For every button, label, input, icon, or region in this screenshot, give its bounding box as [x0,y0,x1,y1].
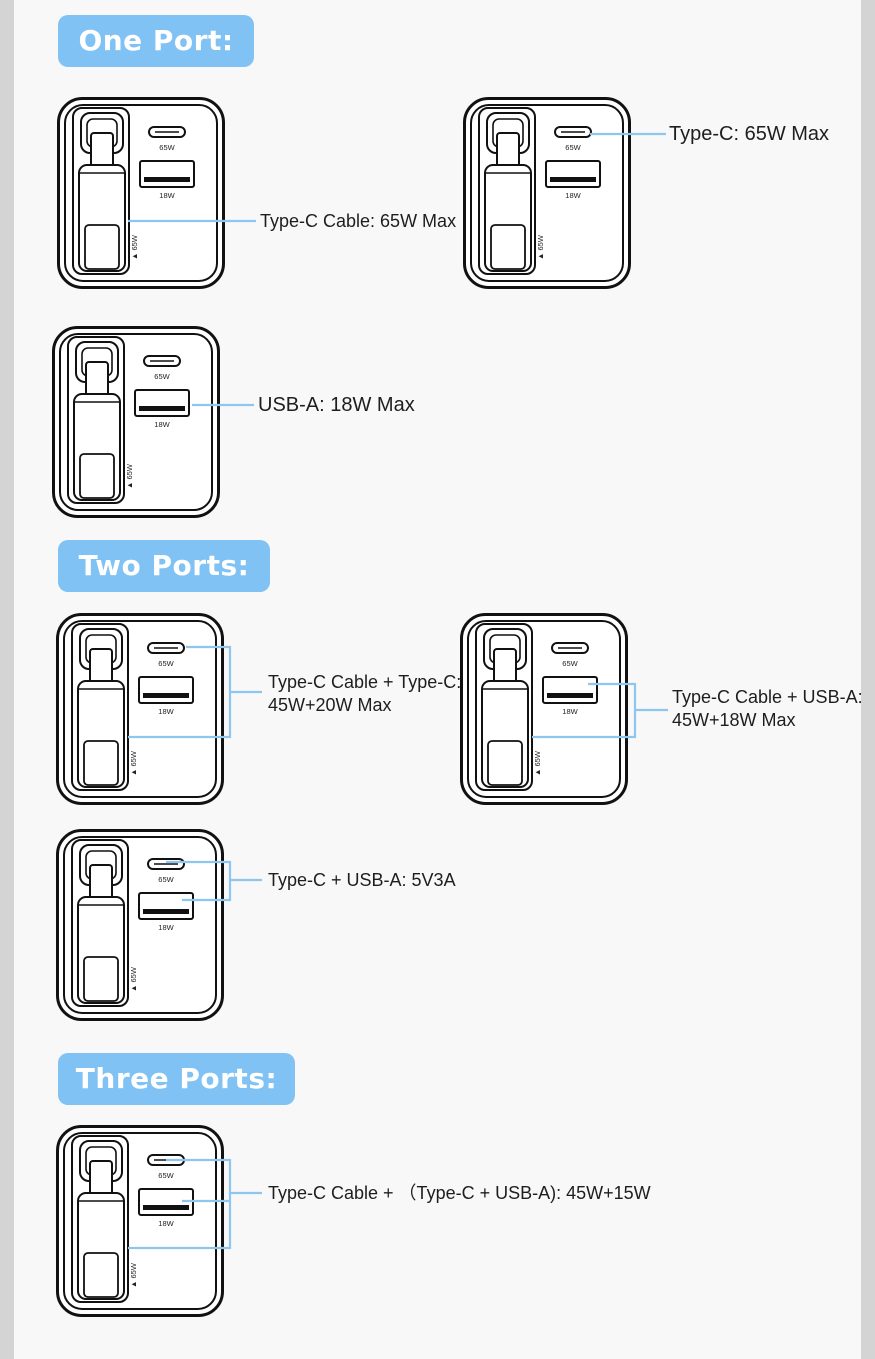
cable-rating: ▲ 65W [536,234,545,260]
charger-typec-usba: 65W 18W ▲ 65W [56,829,224,1021]
charger-illustration: 65W 18W ▲ 65W [57,97,225,289]
typec-port-rating: 65W [562,659,578,668]
label-cable-65w: Type-C Cable: 65W Max [260,211,457,231]
usba-port-rating: 18W [158,1219,174,1228]
charger-illustration: 65W 18W ▲ 65W [463,97,631,289]
label-cable-usba-line1: Type-C Cable + USB-A: [672,687,863,707]
charger-cable-only: 65W 18W ▲ 65W [57,97,225,289]
typec-port-rating: 65W [159,143,175,152]
label-cable-typec-line1: Type-C Cable + Type-C: [268,672,462,692]
charger-usba-only: 65W 18W ▲ 65W [52,326,220,518]
label-usba-18w: USB-A: 18W Max [258,394,415,416]
typec-port-rating: 65W [158,1171,174,1180]
cable-rating: ▲ 65W [533,750,542,776]
cable-rating: ▲ 65W [129,750,138,776]
usba-port-rating: 18W [154,420,170,429]
charger-illustration: 65W 18W ▲ 65W [56,1125,224,1317]
charger-three-ports: 65W 18W ▲ 65W [56,1125,224,1317]
usba-port-rating: 18W [159,191,175,200]
charger-illustration: 65W 18W ▲ 65W [56,829,224,1021]
section-header-one-port: One Port: [58,15,254,67]
charger-cable-typec: 65W 18W ▲ 65W [56,613,224,805]
charger-cable-usba: 65W 18W ▲ 65W [460,613,628,805]
cable-rating: ▲ 65W [129,966,138,992]
typec-port-rating: 65W [154,372,170,381]
cable-rating: ▲ 65W [129,1262,138,1288]
label-cable-typec-line2: 45W+20W Max [268,695,392,715]
charger-illustration: 65W 18W ▲ 65W [52,326,220,518]
charger-illustration: 65W 18W ▲ 65W [460,613,628,805]
charger-typec-only: 65W 18W ▲ 65W [463,97,631,289]
cable-rating: ▲ 65W [130,234,139,260]
section-header-three-ports: Three Ports: [58,1053,295,1105]
usba-port-rating: 18W [562,707,578,716]
label-typec-65w: Type-C: 65W Max [669,123,830,145]
label-three-ports: Type-C Cable + （Type-C + USB-A): 45W+15W [268,1183,651,1203]
typec-port-rating: 65W [158,875,174,884]
label-typec-usba: Type-C + USB-A: 5V3A [268,870,456,890]
usba-port-rating: 18W [158,707,174,716]
typec-port-rating: 65W [158,659,174,668]
charger-illustration: 65W 18W ▲ 65W [56,613,224,805]
usba-port-rating: 18W [565,191,581,200]
typec-port-rating: 65W [565,143,581,152]
usba-port-rating: 18W [158,923,174,932]
section-header-two-ports: Two Ports: [58,540,270,592]
label-cable-usba-line2: 45W+18W Max [672,710,796,730]
cable-rating: ▲ 65W [125,463,134,489]
